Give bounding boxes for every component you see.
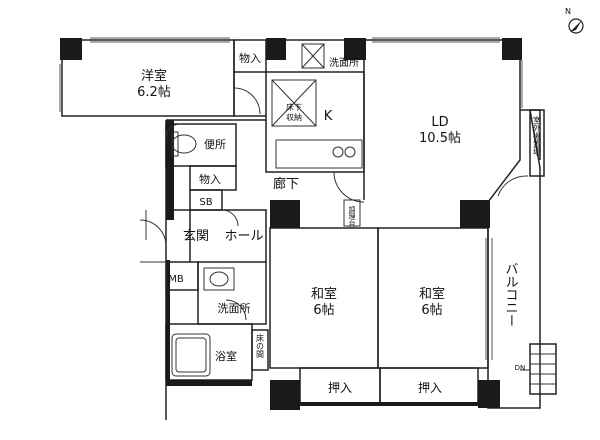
- outdoor-unit-label: 室外機置場: [533, 115, 542, 157]
- dn-label: DN: [515, 364, 526, 372]
- underfloor-label-2: 収納: [286, 112, 302, 122]
- vertical-labels: バルコニー 室外機置場 調理台 床の間: [256, 115, 542, 359]
- oshiire-left-label: 押入: [328, 381, 352, 395]
- pillars: [60, 38, 522, 410]
- entrance-label: 玄関: [183, 229, 209, 244]
- windows: [59, 37, 523, 360]
- hall-label: ホール: [224, 229, 263, 244]
- doors: [139, 87, 529, 321]
- toilet-fixture: [171, 131, 197, 157]
- bathtub: [171, 333, 211, 377]
- kitchen-label: K: [324, 109, 333, 124]
- stairs: [520, 353, 556, 385]
- washitsu-left-name: 和室: [311, 286, 337, 302]
- mb-label: MB: [168, 274, 184, 285]
- closet-top-label: 物入: [239, 51, 261, 65]
- washitsu-right-name: 和室: [419, 286, 445, 302]
- oshiire-right-label: 押入: [418, 381, 442, 395]
- washroom-bottom-label: 洗面所: [218, 302, 251, 315]
- closet-mid-label: 物入: [199, 172, 221, 186]
- tokonoma-label: 床の間: [256, 333, 265, 359]
- bath-label: 浴室: [215, 349, 237, 363]
- washitsu-right-size: 6帖: [421, 303, 442, 318]
- sb-label: SB: [199, 197, 212, 208]
- counter-label: 調理台: [348, 205, 356, 228]
- western-room-name: 洋室: [141, 68, 167, 84]
- underfloor-label-1: 床下: [286, 102, 302, 112]
- washitsu-left-size: 6帖: [313, 303, 334, 318]
- toilet-label: 便所: [204, 138, 226, 151]
- room-labels: 洋室 6.2帖 物入 洗面所 床下 収納 K LD 10.5帖 便所 物入 廊下…: [137, 51, 525, 395]
- western-room-size: 6.2帖: [137, 85, 171, 100]
- compass-icon: N: [565, 7, 584, 34]
- compass-label: N: [565, 7, 571, 16]
- washroom-top-label: 洗面所: [329, 57, 359, 69]
- ld-size: 10.5帖: [419, 131, 461, 146]
- ld-name: LD: [431, 115, 448, 130]
- corridor-label: 廊下: [273, 176, 299, 192]
- balcony-label: バルコニー: [503, 262, 519, 327]
- kitchen-fixtures: [271, 43, 363, 227]
- washbasin: [203, 267, 235, 291]
- walls: [61, 39, 557, 420]
